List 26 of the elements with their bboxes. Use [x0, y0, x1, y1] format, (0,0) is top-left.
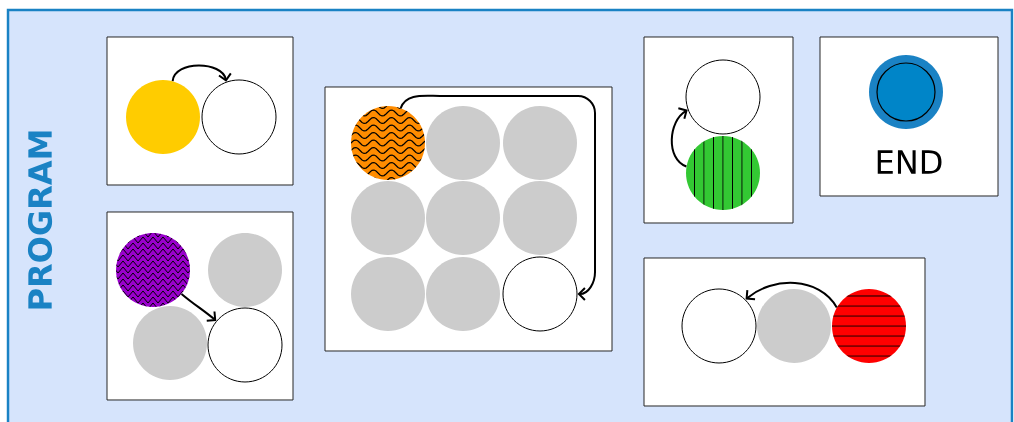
circle	[351, 181, 425, 255]
circle	[426, 106, 500, 180]
circle	[503, 181, 577, 255]
circle	[681, 288, 757, 364]
circle	[201, 79, 277, 155]
circle	[685, 59, 761, 135]
circle	[503, 106, 577, 180]
circle	[426, 181, 500, 255]
arrow	[745, 281, 838, 309]
arrow	[670, 107, 688, 168]
circle	[757, 289, 831, 363]
circle	[126, 80, 200, 154]
circle	[351, 257, 425, 331]
arrow	[399, 94, 596, 301]
circle	[351, 106, 425, 180]
circle	[869, 55, 943, 129]
circle	[426, 257, 500, 331]
circle	[208, 233, 282, 307]
circle	[686, 136, 760, 210]
circle	[207, 307, 283, 383]
arrow	[171, 64, 232, 83]
circle	[832, 289, 906, 363]
arrow	[180, 292, 217, 322]
circle	[133, 306, 207, 380]
circle	[116, 233, 190, 307]
circle	[502, 256, 578, 332]
